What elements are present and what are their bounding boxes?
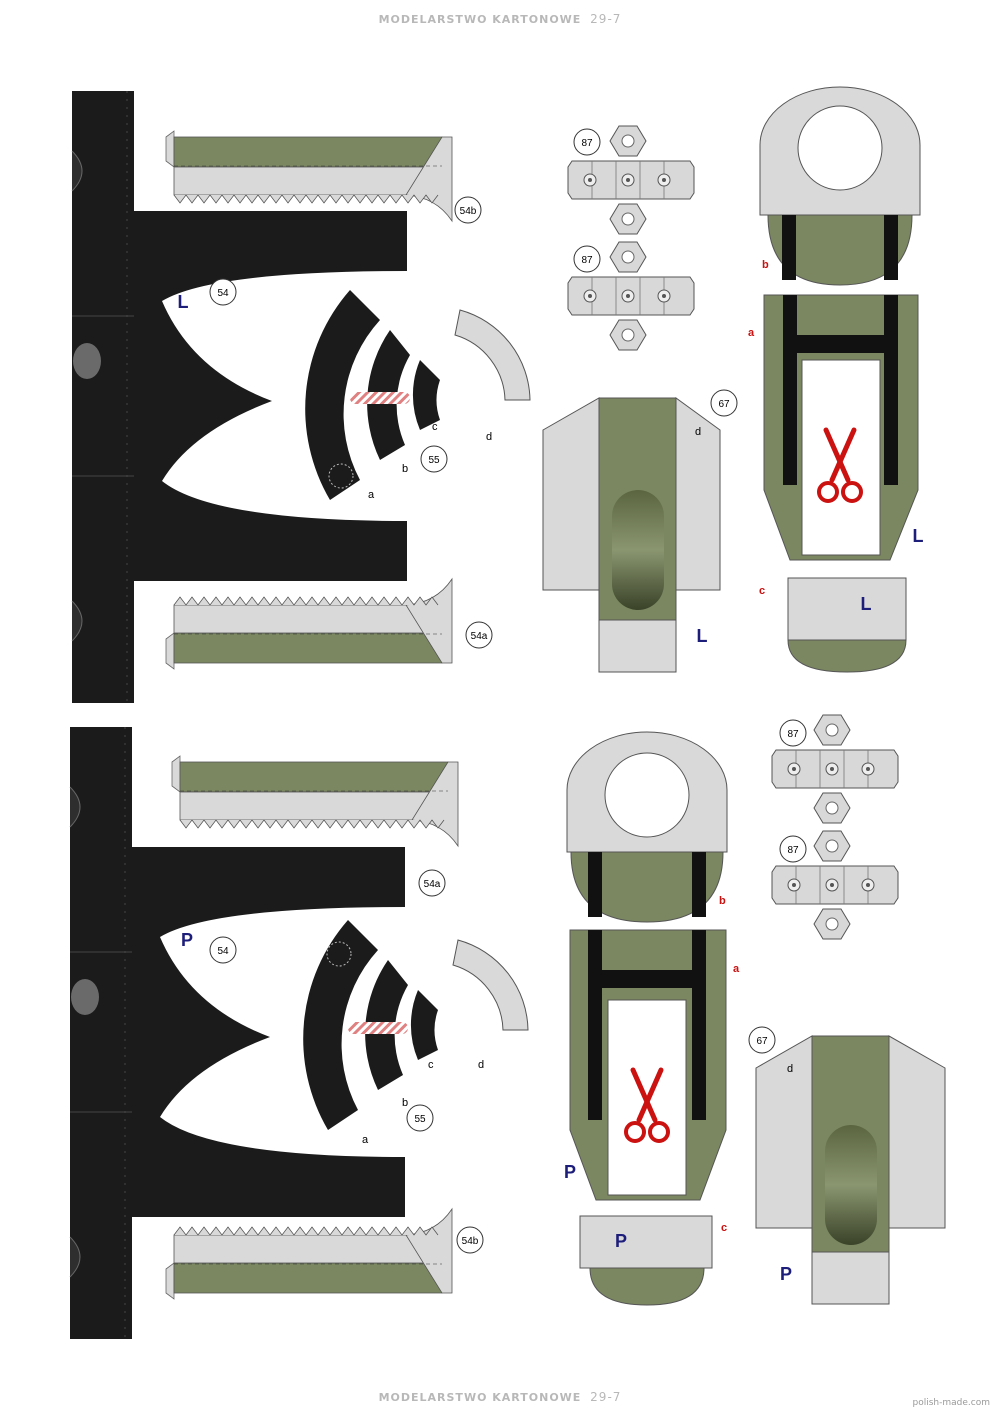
hatch-box-part [542, 397, 721, 673]
part-55-arcs [303, 920, 438, 1130]
letter-c: c [759, 585, 765, 597]
label-54b: 54b [460, 206, 477, 217]
side-label: P [780, 1264, 792, 1284]
letter-c: c [721, 1222, 727, 1234]
label-87: 87 [787, 729, 799, 740]
letter-d: d [478, 1059, 484, 1071]
side-label: L [697, 626, 708, 646]
side-label: L [861, 594, 872, 614]
letter-d: d [787, 1063, 793, 1075]
side-label: L [913, 526, 924, 546]
page-footer: MODELARSTWO KARTONOWE 29-7 [0, 1390, 1000, 1404]
turret-panel [759, 86, 921, 673]
letter-c: c [428, 1059, 434, 1071]
letter-a: a [733, 963, 740, 975]
letter-b: b [402, 463, 408, 475]
letter-b: b [402, 1097, 408, 1109]
turret-panel [566, 731, 728, 1306]
letter-a: a [368, 489, 375, 501]
footer-title: MODELARSTWO KARTONOWE [378, 1391, 582, 1404]
part-54b-strip [165, 1208, 453, 1300]
page-header: MODELARSTWO KARTONOWE 29-7 [0, 12, 1000, 26]
part-d-gear [452, 939, 529, 1031]
label-54b: 54b [462, 1236, 479, 1247]
footer-number: 29-7 [590, 1390, 622, 1404]
header-number: 29-7 [590, 12, 622, 26]
label-87: 87 [581, 138, 593, 149]
part-55-arcs [305, 290, 440, 500]
letter-b: b [719, 895, 726, 907]
scissors-icon [624, 1067, 670, 1143]
letter-c: c [432, 421, 438, 433]
label-55: 55 [414, 1114, 426, 1125]
top-sheet: 54 54b 54a 55 L a b c d 87 87 L d [71, 86, 924, 704]
header-title: MODELARSTWO KARTONOWE [378, 13, 582, 26]
letter-d: d [486, 431, 492, 443]
website-label: polish-made.com [912, 1398, 990, 1408]
letter-b: b [762, 259, 769, 271]
label-87: 87 [787, 845, 799, 856]
label-67: 67 [756, 1036, 768, 1047]
side-label: P [181, 930, 193, 950]
label-55: 55 [428, 455, 440, 466]
side-label: L [178, 292, 189, 312]
bottom-sheet: 54 54a 54b 55 P a b c d [69, 715, 946, 1340]
scissors-icon [817, 427, 863, 503]
letter-d: d [695, 426, 701, 438]
label-54: 54 [217, 946, 229, 957]
part-54a-strip [171, 755, 459, 847]
letter-a: a [748, 327, 755, 339]
part-54b-strip [165, 130, 453, 222]
label-54: 54 [217, 288, 229, 299]
label-54a: 54a [424, 879, 441, 890]
hatch-box-part [755, 1035, 946, 1305]
label-54a: 54a [471, 631, 488, 642]
label-87: 87 [581, 255, 593, 266]
side-label: P [564, 1162, 576, 1182]
part-54a-strip [165, 578, 453, 670]
letter-a: a [362, 1134, 369, 1146]
label-67: 67 [718, 399, 730, 410]
side-label: P [615, 1231, 627, 1251]
part-d-gear [454, 309, 531, 401]
